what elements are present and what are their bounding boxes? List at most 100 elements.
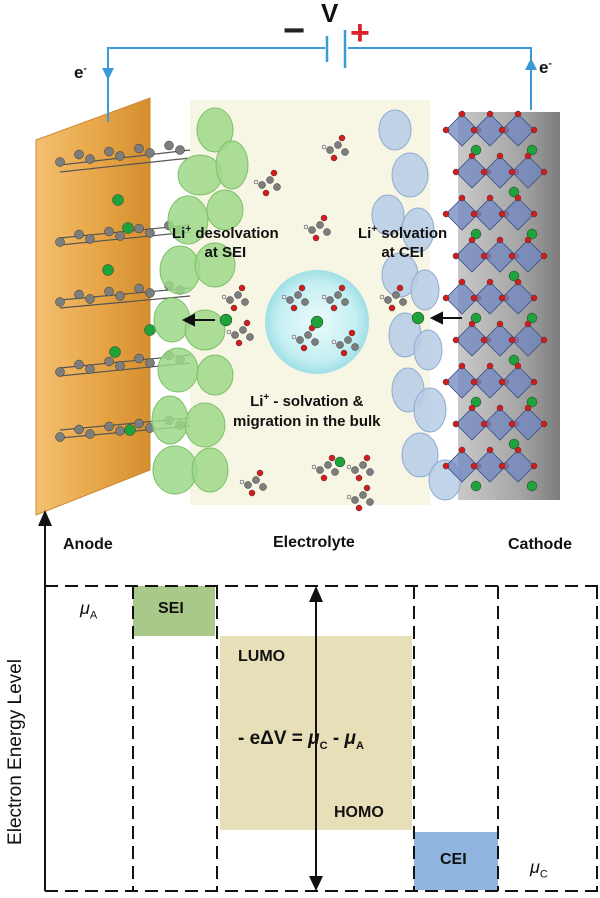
oxygen-atom xyxy=(508,420,516,428)
carbon-atom xyxy=(226,296,234,304)
oxygen-atom xyxy=(396,284,404,292)
sei-box-label: SEI xyxy=(158,600,184,617)
metal-oxide-octahedron xyxy=(473,449,507,483)
carbon-atom xyxy=(145,288,155,298)
metal-oxide-octahedron xyxy=(473,197,507,231)
lithium-ion xyxy=(508,438,520,450)
oxygen-atom xyxy=(540,420,548,428)
cei-band xyxy=(414,832,498,890)
carbon-atom xyxy=(239,326,247,334)
carbon-atom xyxy=(323,228,331,236)
carbon-atom xyxy=(104,226,114,237)
oxygen-atom xyxy=(496,320,504,328)
oxygen-atom xyxy=(452,420,460,428)
carbon-atom xyxy=(326,296,334,304)
metal-oxide-octahedron xyxy=(445,365,479,399)
lithium-ion xyxy=(334,456,346,468)
carbon-atom xyxy=(334,291,342,299)
lithium-ion xyxy=(102,264,114,276)
metal-oxide-octahedron xyxy=(445,281,479,315)
carbon-atom xyxy=(341,298,349,306)
oxygen-atom xyxy=(498,462,506,470)
hydrogen-atom xyxy=(311,464,317,470)
hydrogen-atom xyxy=(253,179,259,185)
oxygen-atom xyxy=(530,210,538,218)
oxygen-atom xyxy=(468,236,476,244)
metal-oxide-octahedron xyxy=(501,281,535,315)
carbon-atom xyxy=(231,331,239,339)
oxygen-atom xyxy=(235,339,243,347)
oxygen-atom xyxy=(540,168,548,176)
metal-oxide-octahedron xyxy=(445,449,479,483)
desolvation-label: Li+ desolvation at SEI xyxy=(172,224,279,261)
carbon-atom xyxy=(234,291,242,299)
oxygen-atom xyxy=(530,294,538,302)
y-axis-label: Electron Energy Level xyxy=(5,659,26,845)
lithium-ion xyxy=(470,396,482,408)
lithium-ion xyxy=(526,228,538,240)
hydrogen-atom xyxy=(321,294,327,300)
hydrogen-atom xyxy=(291,334,297,340)
carbon-atom xyxy=(258,181,266,189)
carbon-atom xyxy=(341,148,349,156)
metal-oxide-octahedron xyxy=(473,113,507,147)
electrolyte-label: Electrolyte xyxy=(273,534,355,551)
oxygen-atom xyxy=(363,484,371,492)
metal-oxide-octahedron xyxy=(473,281,507,315)
oxygen-atom xyxy=(480,420,488,428)
carbon-atom xyxy=(351,343,359,351)
carbon-atom xyxy=(316,466,324,474)
oxygen-atom xyxy=(470,294,478,302)
carbon-atom xyxy=(104,146,114,157)
lithium-ion xyxy=(508,354,520,366)
hydrogen-atom xyxy=(331,339,337,345)
metal-oxide-octahedron xyxy=(511,407,545,441)
electron-label-left: e- xyxy=(74,63,87,82)
metal-oxide-octahedron xyxy=(455,323,489,357)
mu-c-label: μC xyxy=(530,857,548,881)
oxygen-atom xyxy=(468,152,476,160)
sei-layer xyxy=(151,107,249,495)
energy-axis-arrowhead xyxy=(38,510,52,526)
solvation-label: Li+ solvation at CEI xyxy=(358,224,448,261)
oxygen-atom xyxy=(498,294,506,302)
hydrogen-atom xyxy=(303,224,309,230)
oxygen-atom xyxy=(498,210,506,218)
lumo-label: LUMO xyxy=(238,648,286,665)
lithium-ion xyxy=(112,194,124,206)
oxygen-atom xyxy=(452,336,460,344)
carbon-atom xyxy=(145,228,155,238)
oxygen-atom xyxy=(270,169,278,177)
energy-diagram xyxy=(38,510,598,892)
oxygen-atom xyxy=(442,462,450,470)
lithium-ion xyxy=(526,480,538,492)
oxygen-atom xyxy=(248,489,256,497)
oxygen-atom xyxy=(312,234,320,242)
carbon-atom xyxy=(55,432,65,442)
carbon-atom xyxy=(273,183,281,191)
hydrogen-atom xyxy=(226,329,232,335)
carbon-atom xyxy=(334,141,342,149)
metal-oxide-octahedron xyxy=(455,239,489,273)
oxygen-atom xyxy=(330,304,338,312)
oxygen-atom xyxy=(355,474,363,482)
electron-arrow-up xyxy=(525,58,537,70)
oxygen-atom xyxy=(496,236,504,244)
cei-box-label: CEI xyxy=(440,851,467,868)
oxygen-atom xyxy=(230,304,238,312)
carbon-atom xyxy=(115,361,125,371)
oxygen-atom xyxy=(498,378,506,386)
carbon-atom xyxy=(392,291,400,299)
carbon-atom xyxy=(359,491,367,499)
homo-label: HOMO xyxy=(334,804,384,821)
carbon-atom xyxy=(145,358,155,368)
lithium-ion xyxy=(526,144,538,156)
carbon-atom xyxy=(115,426,125,436)
carbon-atom xyxy=(351,496,359,504)
oxygen-atom xyxy=(508,168,516,176)
carbon-atom xyxy=(399,298,407,306)
external-circuit xyxy=(107,47,532,122)
lithium-ion xyxy=(470,312,482,324)
carbon-atom xyxy=(55,297,65,307)
metal-oxide-octahedron xyxy=(473,365,507,399)
